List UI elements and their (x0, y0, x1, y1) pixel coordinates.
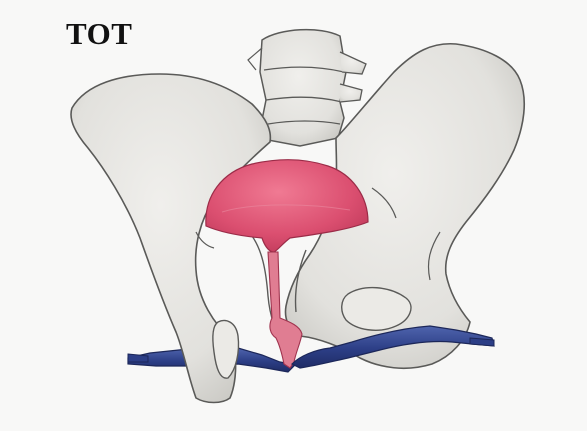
sling-tape-right-end (470, 338, 494, 346)
diagram-title: TOT (66, 16, 132, 52)
sling-tape-left-end (128, 354, 148, 362)
